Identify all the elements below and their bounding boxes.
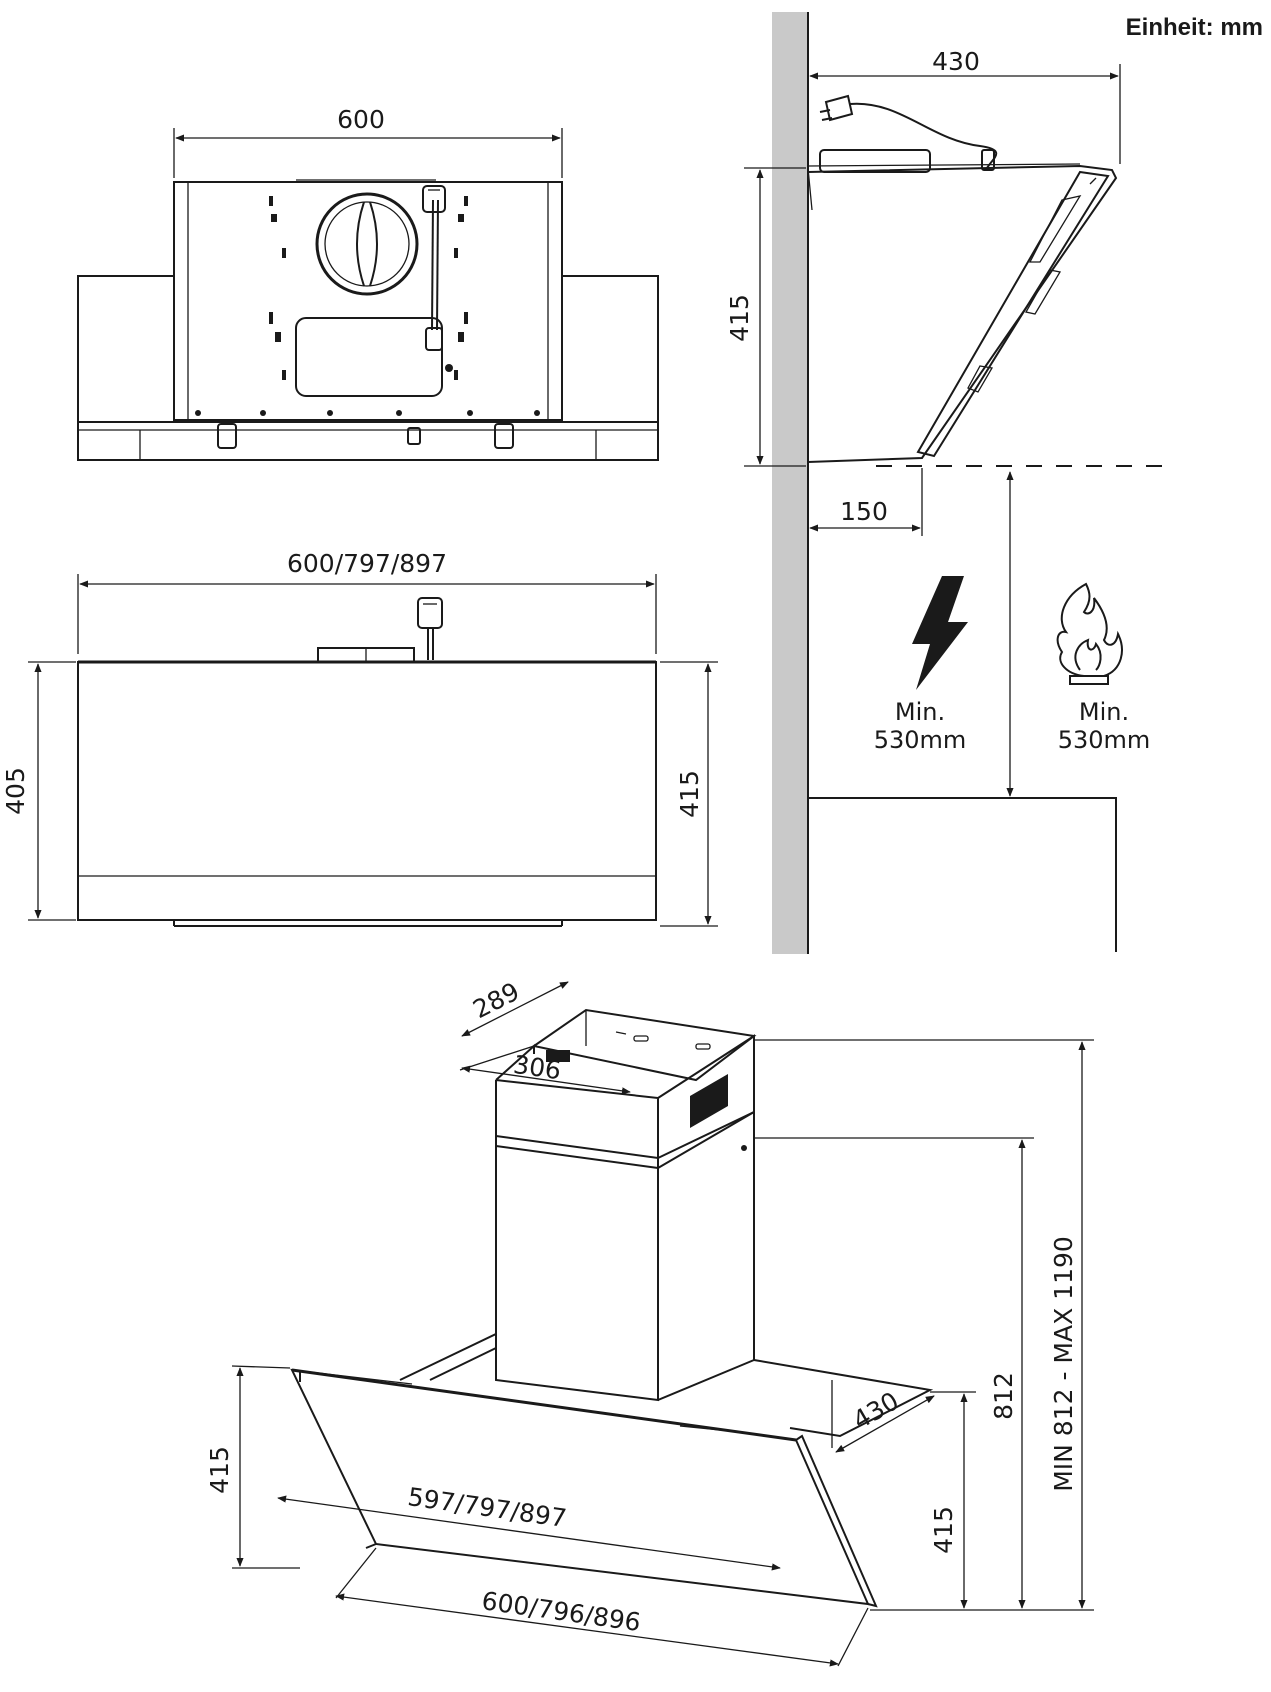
lightning-icon <box>912 576 968 690</box>
gas-distance-label: 530mm <box>1058 726 1151 754</box>
iso-chimney-depth-dimension <box>461 981 569 1037</box>
side-top-box <box>819 149 931 173</box>
front-width-label: 600/797/897 <box>287 549 447 578</box>
front-view: 600/797/897 405 415 <box>1 549 718 927</box>
unit-label: Einheit: mm <box>1125 14 1263 41</box>
side-view: 430 415 150 <box>725 12 1172 954</box>
top-view: 600 <box>77 105 659 461</box>
chimney-vent-grille <box>690 1074 728 1128</box>
front-body-outline <box>77 661 657 921</box>
iso-bottom-width-label: 600/796/896 <box>480 1586 642 1637</box>
side-glass-panel <box>916 170 1110 458</box>
side-depth-label: 430 <box>932 47 980 76</box>
top-bottom-fixings <box>195 410 540 449</box>
top-width-label: 600 <box>337 105 385 134</box>
iso-chimney-min-label: 812 <box>989 1372 1018 1420</box>
fixing-slots <box>269 196 468 380</box>
iso-glass-width-label: 597/797/897 <box>406 1482 568 1533</box>
top-glass-base <box>77 421 659 461</box>
iso-hood-height-label: 415 <box>205 1446 234 1494</box>
front-height-right-label: 415 <box>675 770 704 818</box>
top-right-wing <box>561 275 659 423</box>
iso-total-height-label: MIN 812 - MAX 1190 <box>1049 1236 1078 1492</box>
gas-min-label: Min. <box>1079 698 1129 726</box>
electric-distance-label: 530mm <box>874 726 967 754</box>
power-cable <box>422 185 453 372</box>
wall <box>772 12 808 954</box>
round-outlet <box>315 192 419 296</box>
top-left-wing <box>77 275 175 423</box>
side-plug-cable <box>819 94 998 171</box>
isometric-view: 289 306 430 415 597/797/897 600/796/896 … <box>205 977 1094 1667</box>
filter-window <box>295 317 443 397</box>
flame-icon <box>1056 582 1123 685</box>
side-offset-label: 150 <box>840 497 888 526</box>
iso-chimney-width-label: 306 <box>512 1050 563 1085</box>
electric-min-label: Min. <box>895 698 945 726</box>
iso-bottom-width-dimension <box>335 1593 839 1667</box>
side-hood-outline <box>807 164 1118 463</box>
cooktop-counter <box>808 797 1117 952</box>
side-height-label: 415 <box>725 294 754 342</box>
iso-hood-depth-dimension <box>835 1395 935 1453</box>
iso-chimney-depth-label: 289 <box>468 977 524 1025</box>
iso-chimney-width-dimension <box>461 1065 631 1095</box>
front-plug <box>417 597 443 660</box>
top-body-outline <box>173 181 563 421</box>
iso-glass-panel <box>290 1368 870 1606</box>
iso-glass-width-dimension <box>277 1495 781 1571</box>
front-height-left-label: 405 <box>1 767 30 815</box>
iso-lower-height-label: 415 <box>929 1506 958 1554</box>
